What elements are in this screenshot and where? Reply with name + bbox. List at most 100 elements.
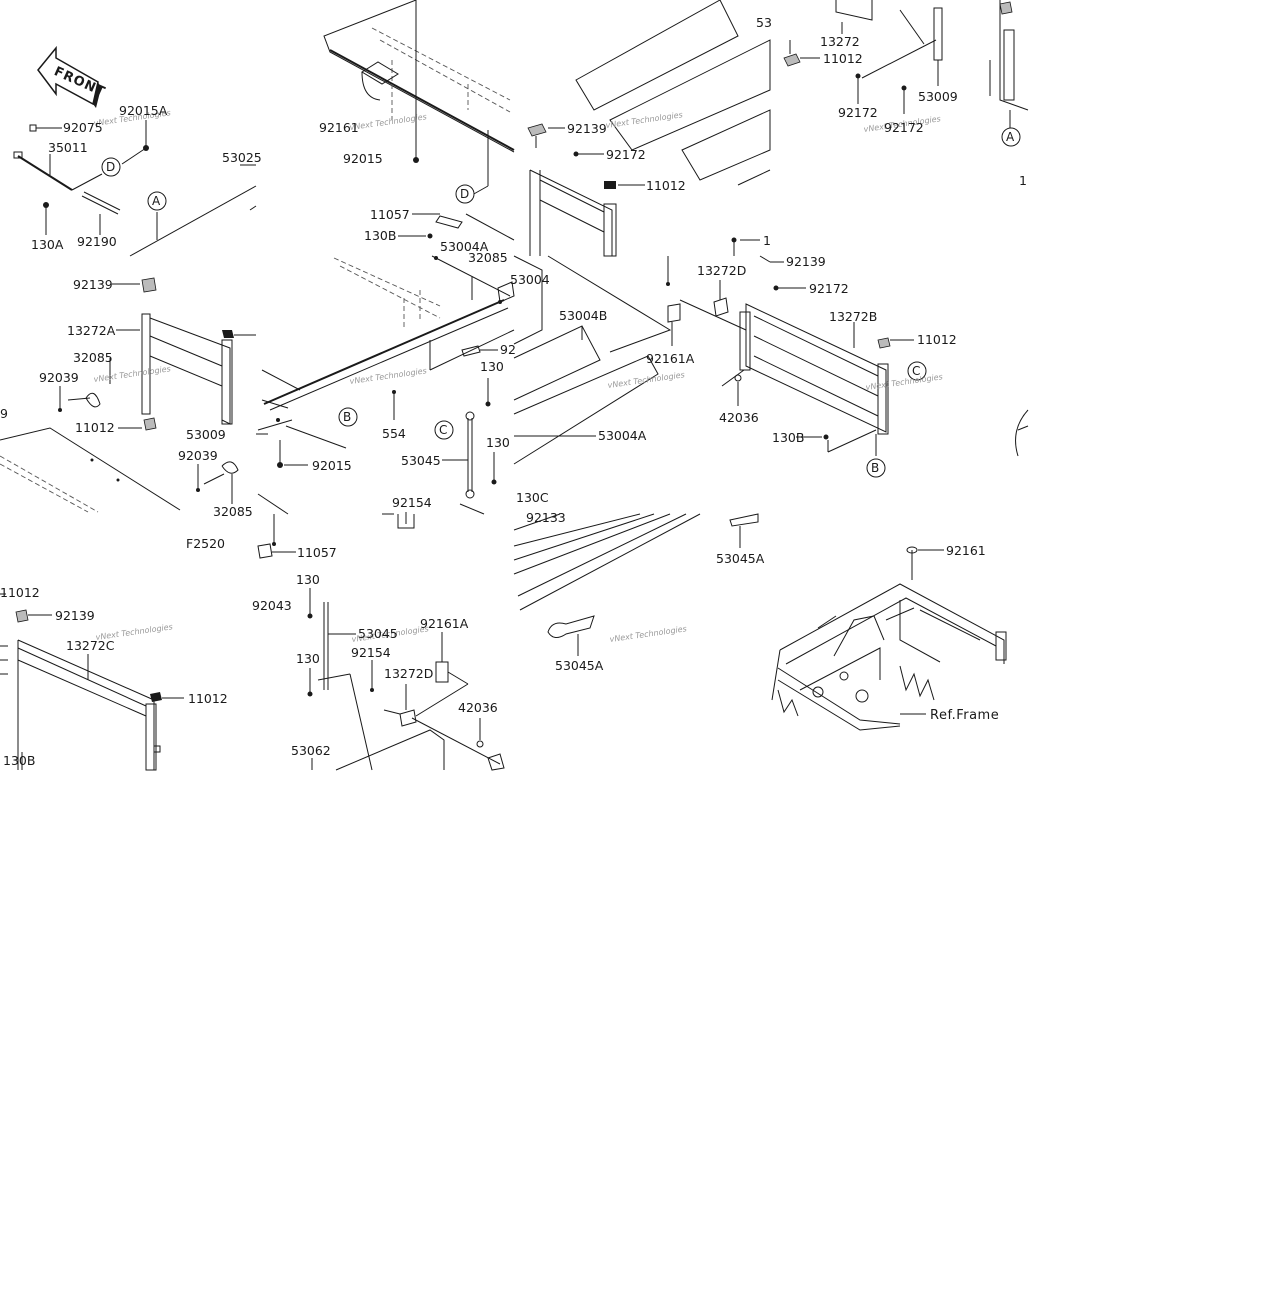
part-label: 130C	[516, 490, 549, 505]
part-label: 9	[0, 406, 8, 421]
part-label: 92161A	[420, 616, 469, 631]
part-label: 92161	[319, 120, 359, 135]
part-label: 92190	[77, 234, 117, 249]
part-label: 92139	[73, 277, 113, 292]
callout-b-1: B	[343, 410, 351, 424]
panel-floor-rail	[256, 255, 515, 529]
part-label: 130	[480, 359, 504, 374]
part-label: 92161	[946, 543, 986, 558]
part-label: 13272D	[384, 666, 433, 681]
part-label: 53045	[401, 453, 441, 468]
panel-rear-gate	[513, 237, 1029, 465]
callout-markers: D A D A B C C B	[101, 127, 1021, 478]
panel-strut-bottom	[196, 461, 505, 771]
front-arrow-icon: FRONT	[37, 45, 108, 108]
part-label: 130B	[772, 430, 804, 445]
part-labels: 92015A 92075 35011 53025 130A 92190 9216…	[0, 15, 1027, 768]
part-label: 53045A	[716, 551, 765, 566]
part-label: 13272	[820, 34, 860, 49]
part-label: 1	[763, 233, 771, 248]
part-label: 32085	[73, 350, 113, 365]
part-label: 53062	[291, 743, 331, 758]
part-label: 53009	[186, 427, 226, 442]
part-label: 53025	[222, 150, 262, 165]
part-label: 13272A	[67, 323, 116, 338]
watermark-6: vNext Technologies	[349, 366, 427, 386]
part-label: 92139	[786, 254, 826, 269]
part-label: 130B	[3, 753, 35, 768]
part-label: 92154	[392, 495, 432, 510]
panel-gate-top	[527, 0, 771, 257]
part-label: 11057	[370, 207, 410, 222]
part-label: 13272D	[697, 263, 746, 278]
callout-c-2: C	[912, 364, 920, 378]
callout-a-2: A	[1006, 130, 1015, 144]
watermark-5: vNext Technologies	[93, 364, 171, 384]
part-label: 11012	[75, 420, 115, 435]
part-label: 92039	[178, 448, 218, 463]
watermark-11: vNext Technologies	[609, 624, 687, 644]
part-label: 130A	[31, 237, 64, 252]
part-label: 53045	[358, 626, 398, 641]
part-label: 42036	[458, 700, 498, 715]
part-label: 130	[486, 435, 510, 450]
part-label: 1	[1019, 173, 1027, 188]
panel-side-gate-bottom	[0, 593, 184, 771]
part-label: 32085	[213, 504, 253, 519]
part-label: 11012	[917, 332, 957, 347]
part-label: 92015A	[119, 103, 168, 118]
panel-latch-rod	[13, 120, 257, 257]
watermarks: vNext Technologies vNext Technologies vN…	[93, 108, 943, 644]
panel-upright-top	[783, 0, 1029, 128]
part-label: 53045A	[555, 658, 604, 673]
figure-code: F2520	[186, 536, 225, 551]
part-label: 42036	[719, 410, 759, 425]
part-label: 11012	[646, 178, 686, 193]
part-label: 130B	[364, 228, 396, 243]
part-label: 32085	[468, 250, 508, 265]
callout-a-1: A	[152, 194, 161, 208]
part-label: 92139	[567, 121, 607, 136]
part-label: 92172	[809, 281, 849, 296]
part-label: 130	[296, 651, 320, 666]
watermark-7: vNext Technologies	[607, 370, 685, 390]
part-label: 11012	[188, 691, 228, 706]
part-label: 92139	[55, 608, 95, 623]
part-label: 53	[756, 15, 772, 30]
part-label: 92172	[884, 120, 924, 135]
callout-d-1: D	[106, 160, 115, 174]
callout-c-1: C	[439, 423, 447, 437]
panel-frame	[771, 546, 1007, 731]
part-label: 53004A	[598, 428, 647, 443]
part-label: 35011	[48, 140, 88, 155]
part-label: 130	[296, 572, 320, 587]
part-label: 92075	[63, 120, 103, 135]
part-label: 92161A	[646, 351, 695, 366]
part-label: 11012	[0, 585, 40, 600]
part-label: 53009	[918, 89, 958, 104]
callout-b-2: B	[871, 461, 879, 475]
part-label: 11057	[297, 545, 337, 560]
reference-frame-label: Ref.Frame	[930, 708, 999, 723]
part-label: 92039	[39, 370, 79, 385]
part-label: 92	[500, 342, 516, 357]
part-label: 92015	[312, 458, 352, 473]
part-label: 92015	[343, 151, 383, 166]
part-label: 92133	[526, 510, 566, 525]
callout-d-2: D	[460, 187, 469, 201]
panel-rail-strips	[513, 513, 759, 656]
watermark-3: vNext Technologies	[605, 110, 683, 130]
part-label: 92172	[606, 147, 646, 162]
part-label: 13272C	[66, 638, 115, 653]
part-label: 53004	[510, 272, 550, 287]
part-label: 92172	[838, 105, 878, 120]
panel-bed-top	[323, 0, 515, 241]
part-label: 53004A	[440, 239, 489, 254]
part-label: 11012	[823, 51, 863, 66]
part-label: 13272B	[829, 309, 877, 324]
part-label: 53004B	[559, 308, 607, 323]
part-label: 92154	[351, 645, 391, 660]
part-label: 554	[382, 426, 406, 441]
